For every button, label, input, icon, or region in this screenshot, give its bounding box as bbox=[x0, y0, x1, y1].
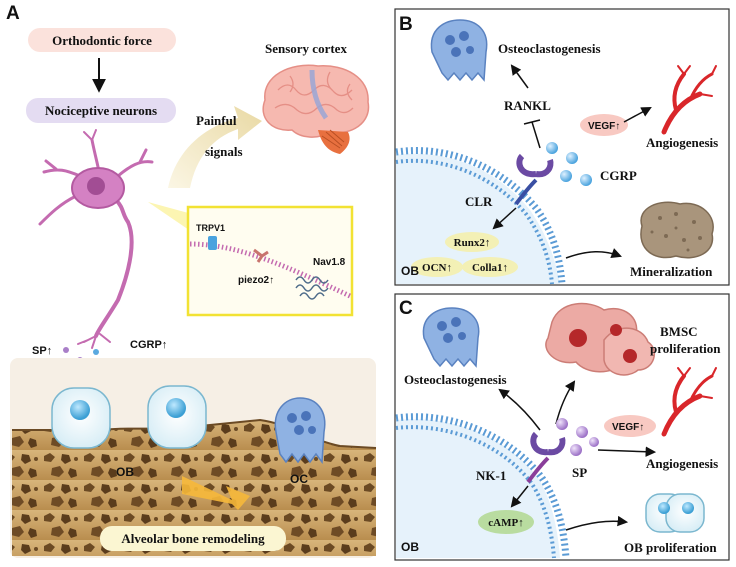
alveolar-label: Alveolar bone remodeling bbox=[121, 531, 265, 546]
bmsc-cells bbox=[545, 302, 656, 376]
nav18-label: Nav1.8 bbox=[313, 257, 346, 268]
rankl-to-osteoclast-arrow bbox=[510, 64, 529, 89]
neuron-illustration bbox=[38, 129, 154, 349]
clr-receptor bbox=[516, 153, 554, 178]
rankl-label: RANKL bbox=[504, 98, 551, 113]
nk1-to-camp-arrow bbox=[510, 485, 529, 508]
colla1-bubble bbox=[462, 257, 518, 277]
sp-label-c: SP bbox=[572, 465, 587, 480]
osteoblast-cell bbox=[51, 387, 111, 449]
ion-channel-callout bbox=[186, 205, 354, 317]
orthodontic-force-label: Orthodontic force bbox=[52, 33, 152, 48]
sp-ligand bbox=[570, 444, 582, 456]
panel-c: C Osteoclastogenesis BMSC proliferation bbox=[394, 293, 730, 561]
mineralization-arrow bbox=[565, 248, 622, 259]
ob-label-b: OB bbox=[401, 264, 419, 278]
nk1-label: NK-1 bbox=[476, 468, 506, 483]
runx2-bubble bbox=[445, 232, 499, 252]
brain-illustration bbox=[262, 64, 370, 154]
bmsc-label: BMSC bbox=[660, 324, 698, 339]
cell-membrane bbox=[395, 413, 570, 559]
sensory-cortex-label: Sensory cortex bbox=[265, 41, 347, 56]
sp-ligand bbox=[576, 426, 588, 438]
vegf-label: VEGF↑ bbox=[588, 121, 620, 132]
neuron-nucleus bbox=[87, 177, 105, 195]
matrix-texture bbox=[650, 212, 702, 252]
sp-label: SP↑ bbox=[32, 345, 52, 357]
callout-wedge bbox=[148, 202, 192, 232]
cgrp-ligand bbox=[580, 174, 592, 186]
runx2-label: Runx2↑ bbox=[454, 237, 491, 249]
ob-region bbox=[396, 153, 560, 284]
oc-label: OC bbox=[290, 472, 308, 486]
panel-c-letter: C bbox=[399, 298, 413, 319]
ob-proliferation-cells bbox=[645, 493, 705, 533]
mineralized-matrix bbox=[640, 201, 714, 259]
panel-a-letter: A bbox=[6, 3, 20, 24]
panel-a: A Orthodontic force Nociceptive neurons … bbox=[6, 3, 377, 558]
ob-label: OB bbox=[116, 465, 134, 479]
vegf-to-vessel-arrow bbox=[623, 107, 652, 123]
remodeling-arrow bbox=[182, 476, 250, 510]
bmsc-proliferation-label: proliferation bbox=[650, 341, 721, 356]
panel-b: B Osteoclastogenesis RANKL VEGF↑ Angioge… bbox=[394, 8, 730, 286]
blood-vessel bbox=[661, 65, 717, 135]
painful-signals-arrow bbox=[168, 106, 262, 188]
clr-label: CLR bbox=[465, 194, 493, 209]
angiogenesis-label-c: Angiogenesis bbox=[646, 456, 718, 471]
ob-proliferation-label: OB proliferation bbox=[624, 540, 717, 555]
orthodontic-force-box bbox=[28, 28, 176, 52]
osteoclastogenesis-label-c: Osteoclastogenesis bbox=[404, 372, 507, 387]
cgrp-ligand bbox=[546, 142, 558, 154]
nociceptive-neurons-label: Nociceptive neurons bbox=[45, 103, 157, 118]
camp-bubble bbox=[478, 510, 534, 534]
vegf-label-c: VEGF↑ bbox=[612, 422, 644, 433]
piezo2-channel bbox=[253, 248, 269, 263]
osteoclast-cell bbox=[422, 307, 480, 368]
to-bmsc-arrow bbox=[555, 380, 576, 425]
rankl-inhibition bbox=[523, 119, 541, 149]
ocn-label: OCN↑ bbox=[422, 262, 452, 274]
clr-signal-arrow bbox=[492, 207, 517, 230]
cgrp-ligand bbox=[566, 152, 578, 164]
alveolar-box bbox=[100, 526, 286, 551]
cgrp-label: CGRP↑ bbox=[130, 339, 167, 351]
vegf-to-vessel-arrow-c bbox=[597, 446, 657, 457]
osteoclast-cell bbox=[274, 397, 326, 465]
osteoblast-cell bbox=[147, 385, 207, 449]
nav18-channel bbox=[295, 276, 329, 300]
trpv1-label: TRPV1 bbox=[196, 223, 225, 233]
camp-label: cAMP↑ bbox=[488, 517, 523, 529]
vegf-bubble-c bbox=[604, 415, 656, 437]
piezo2-label: piezo2↑ bbox=[238, 275, 274, 286]
osteoclastogenesis-label: Osteoclastogenesis bbox=[498, 41, 601, 56]
signals-label: signals bbox=[205, 144, 243, 159]
trpv1-channel bbox=[208, 236, 217, 250]
mineralization-label: Mineralization bbox=[630, 264, 713, 279]
osteoclast-cell bbox=[430, 19, 488, 82]
vegf-bubble bbox=[580, 114, 628, 136]
colla1-label: Colla1↑ bbox=[472, 262, 508, 274]
sp-ligand bbox=[556, 418, 568, 430]
cgrp-ligand bbox=[560, 170, 572, 182]
sp-ligand bbox=[589, 437, 599, 447]
nociceptive-neurons-box bbox=[26, 98, 176, 123]
cgrp-label: CGRP bbox=[600, 168, 637, 183]
angiogenesis-label: Angiogenesis bbox=[646, 135, 718, 150]
cell-membrane bbox=[395, 147, 566, 285]
nk1-receptor bbox=[530, 431, 566, 456]
painful-label: Painful bbox=[196, 113, 237, 128]
ob-label-c: OB bbox=[401, 540, 419, 554]
to-osteoclast-arrow bbox=[498, 388, 541, 431]
to-ob-proliferation-arrow bbox=[565, 515, 629, 531]
blood-vessel bbox=[661, 367, 717, 437]
ocn-bubble bbox=[411, 257, 463, 277]
panel-b-letter: B bbox=[399, 14, 413, 35]
